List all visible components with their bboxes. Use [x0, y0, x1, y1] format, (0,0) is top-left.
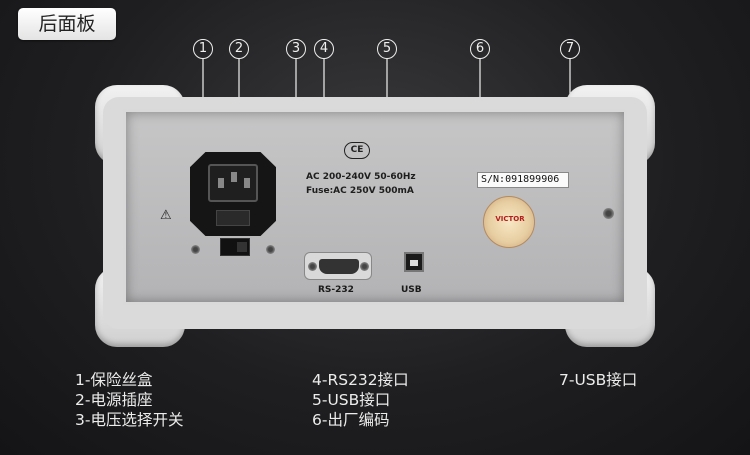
legend-column-2: 4-RS232接口 5-USB接口 6-出厂编码	[312, 370, 409, 430]
usb-port	[404, 252, 424, 272]
screw-icon	[308, 262, 317, 271]
panel-face: ⚠ CE AC 200-240V 50-60Hz Fuse:AC 250V 50…	[123, 109, 627, 305]
legend-item: 4-RS232接口	[312, 371, 409, 389]
device-rear-panel: ⚠ CE AC 200-240V 50-60Hz Fuse:AC 250V 50…	[95, 85, 655, 347]
rs232-port	[304, 252, 372, 280]
socket-pin	[231, 172, 237, 182]
spec-line-1: AC 200-240V 50-60Hz	[306, 172, 416, 182]
callout-3: 3	[286, 39, 306, 59]
legend-item: 7-USB接口	[559, 371, 638, 389]
legend-item: 1-保险丝盒	[75, 371, 153, 389]
rs232-connector-shell	[319, 259, 359, 274]
socket-pin	[244, 178, 250, 188]
ce-mark: CE	[344, 142, 370, 159]
callout-2: 2	[229, 39, 249, 59]
legend-item: 5-USB接口	[312, 391, 391, 409]
callout-7: 7	[560, 39, 580, 59]
callout-4: 4	[314, 39, 334, 59]
power-spec-text: AC 200-240V 50-60Hz Fuse:AC 250V 500mA	[306, 170, 416, 198]
legend-column-1: 1-保险丝盒 2-电源插座 3-电压选择开关	[75, 370, 183, 430]
legend-column-3: 7-USB接口	[559, 370, 637, 390]
callout-1: 1	[193, 39, 213, 59]
screw-icon	[603, 208, 614, 219]
callout-6: 6	[470, 39, 490, 59]
serial-number-label: S/N:091899906	[477, 172, 569, 188]
socket-pin	[218, 178, 224, 188]
voltage-selector-switch	[220, 238, 250, 256]
power-socket-inlet	[208, 164, 258, 202]
legend-item: 2-电源插座	[75, 391, 153, 409]
screw-icon	[266, 245, 275, 254]
callout-5: 5	[377, 39, 397, 59]
legend-item: 6-出厂编码	[312, 411, 390, 429]
page-title: 后面板	[18, 8, 116, 40]
screw-icon	[360, 262, 369, 271]
legend-item: 3-电压选择开关	[75, 411, 184, 429]
spec-line-2: Fuse:AC 250V 500mA	[306, 186, 414, 196]
rs232-label: RS-232	[318, 285, 354, 295]
screw-icon	[191, 245, 200, 254]
seal-brand-text: VICTOR	[495, 215, 525, 223]
warning-icon: ⚠	[160, 208, 172, 223]
power-socket	[190, 152, 276, 236]
qc-seal-sticker: VICTOR	[483, 196, 535, 248]
usb-label: USB	[401, 285, 422, 295]
fuse-box	[216, 210, 250, 226]
